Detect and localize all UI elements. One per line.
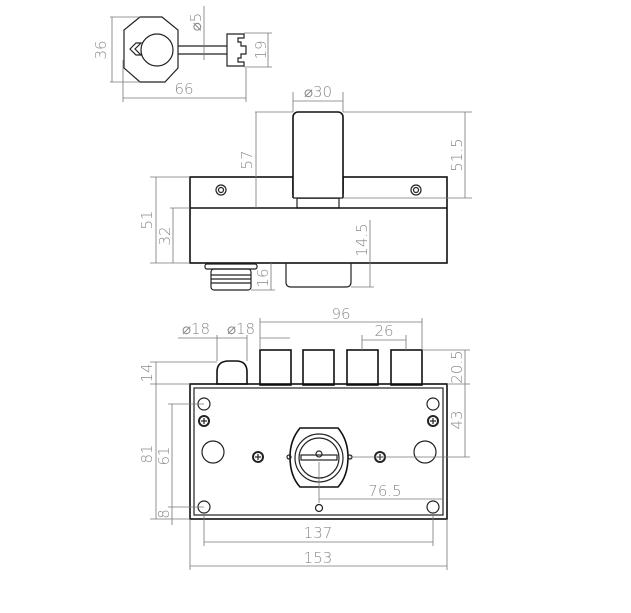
dim-escutcheon-depth: 14.5 — [353, 223, 371, 256]
key-view: 36 ⌀5 19 66 — [92, 6, 272, 102]
dim-cylinder-diameter: ⌀30 — [304, 83, 332, 101]
dim-backset-v: 43 — [448, 410, 466, 429]
dim-case-height: 32 — [156, 226, 174, 245]
screw-icon — [198, 415, 210, 427]
dim-backset-h: 76.5 — [368, 482, 401, 500]
screw-icon — [427, 415, 439, 427]
dim-front-width: 153 — [304, 549, 333, 567]
side-view: ⌀30 57 51.5 51 32 16 14.5 — [138, 83, 472, 291]
dim-key-height: 36 — [92, 40, 110, 59]
dim-knob-depth: 16 — [254, 268, 272, 287]
key-arrow-mark — [129, 42, 143, 56]
dim-front-height: 81 — [138, 444, 156, 463]
escutcheon — [285, 263, 352, 288]
bolt-2 — [302, 349, 335, 386]
dim-bolt-protrusion: 20.5 — [448, 350, 466, 383]
dim-edge-offset: 8 — [155, 509, 173, 519]
bolt-1 — [259, 349, 292, 386]
key-bow-outline — [123, 16, 179, 83]
dim-bolt-pitch: 26 — [374, 322, 393, 340]
key-bit — [226, 33, 247, 67]
dim-key-bit: 19 — [252, 40, 270, 59]
front-view: 96 ⌀18 ⌀18 26 14 81 61 8 20.5 43 — [138, 305, 470, 570]
dim-key-shaft: ⌀5 — [187, 13, 205, 32]
dim-key-length: 66 — [174, 80, 193, 98]
dim-knob-diameter-1: ⌀18 — [182, 320, 210, 338]
screw-icon — [252, 451, 264, 463]
dim-total-height: 57 — [238, 150, 256, 169]
dim-bolt-span: 96 — [331, 305, 350, 323]
dim-body-height: 51 — [138, 210, 156, 229]
keyhole-cylinder — [286, 427, 353, 488]
lock-case-front — [189, 383, 448, 520]
knob-top — [216, 360, 248, 385]
key-bow-hole — [140, 33, 174, 67]
dim-hole-spacing-v: 61 — [155, 446, 173, 465]
dim-hole-spacing-h: 137 — [304, 524, 333, 542]
bolt-3 — [346, 349, 379, 386]
bolt-4 — [390, 349, 423, 386]
dim-knob-height: 14 — [138, 363, 156, 382]
dim-knob-diameter-2: ⌀18 — [227, 320, 255, 338]
dim-cylinder-height: 51.5 — [448, 138, 466, 171]
